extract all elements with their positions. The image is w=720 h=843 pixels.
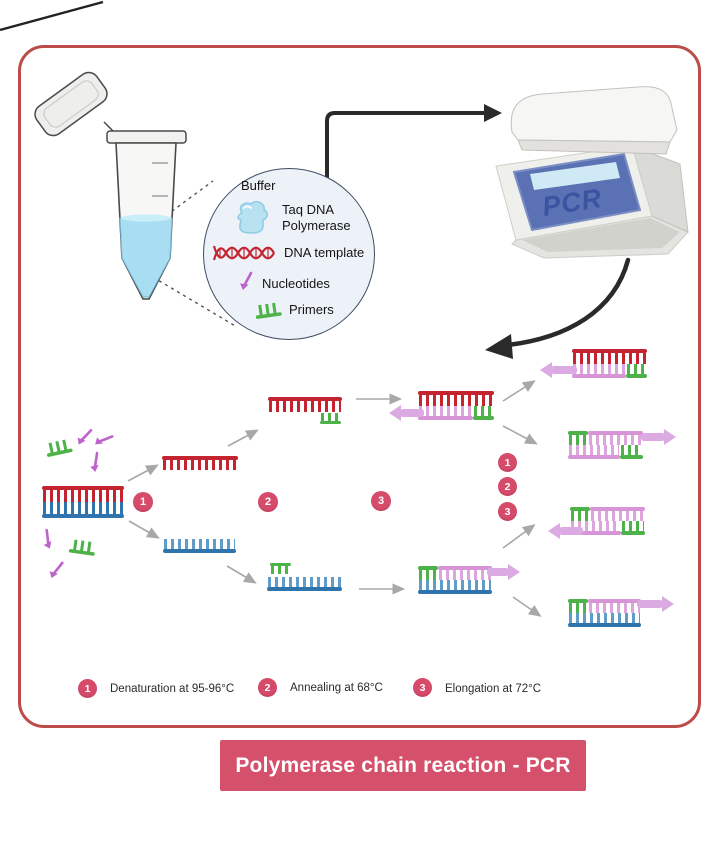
step-marker-2: 2 [498,477,517,496]
tube-rim [106,130,187,144]
strand-teeth [419,580,491,590]
corner-crop-line [0,0,104,32]
strand-bar [568,623,641,627]
strand-teeth [163,460,237,470]
taq-polymerase-icon [237,201,268,234]
new-strand [568,599,641,613]
strand-bar [42,486,124,490]
legend-step-2-label: Annealing at 68°C [290,682,383,694]
synthesis-arrow-left [548,523,583,539]
product-duplex [568,599,641,627]
machine-lid [510,86,678,143]
machine-display [530,162,620,190]
new-strand [570,521,645,535]
strand-bar [270,563,291,566]
synthesis-arrow-right [487,564,520,580]
strand-teeth [164,539,235,549]
taq-polymerase-label: Taq DNA Polymerase [282,202,351,233]
flow-arrows [127,380,542,617]
elongating-blue-duplex [418,566,492,594]
legend-step-3-circle: 3 [413,678,432,697]
step-marker-1: 1 [133,492,153,512]
strand-teeth [569,613,640,623]
synthesis-arrow-right [641,429,676,445]
new-strand [572,364,647,378]
strand-bar [418,590,492,594]
primers-label: Primers [289,302,334,317]
nucleotides-label: Nucleotides [262,276,330,291]
strand-teeth [573,353,646,364]
synthesis-arrow-left [540,362,577,378]
strand-bar [418,391,494,395]
new-strand [568,431,643,445]
product-duplex [568,431,643,459]
annealed-blue-strand [267,577,342,591]
tube-cap [34,71,108,137]
strand-bar [42,514,124,518]
product-duplex [570,507,645,535]
reagents-callout: Buffer Taq DNA Polymerase DNA template N… [203,168,375,340]
dsdna-template [42,486,124,518]
denatured-red-strand [162,456,238,470]
nucleotides-icon [240,271,253,290]
strand-bar [320,421,341,424]
new-strand [418,566,492,580]
title-banner: Polymerase chain reaction - PCR [220,740,586,791]
annealed-primer [270,563,291,574]
pcr-machine: PCR [495,86,689,259]
legend-step-2-circle: 2 [258,678,277,697]
annealed-red-strand [268,397,342,412]
strand-teeth [43,502,123,514]
nucleotide-icon [85,451,105,475]
product-duplex [572,349,647,378]
step-marker-2: 2 [258,492,278,512]
nucleotide-icon [91,428,114,451]
nucleotide-icon [74,426,93,449]
dna-template-label: DNA template [284,245,365,260]
strand-bar [267,587,342,591]
denatured-blue-strand [163,539,236,553]
strand-bar [572,349,647,353]
step-marker-1: 1 [498,453,517,472]
page-title: Polymerase chain reaction - PCR [235,753,571,777]
strand-bar [162,456,238,460]
buffer-label: Buffer [241,178,276,193]
legend-step-1-circle: 1 [78,679,97,698]
strand-teeth [268,577,341,587]
primer-icon [44,438,73,458]
primer-icon [68,538,97,556]
strand-teeth [321,413,340,421]
synthesis-arrow-right [637,596,674,612]
strand-bar [268,397,342,401]
tube-to-machine-arrow [325,104,502,207]
strand-teeth [419,395,493,406]
tube-graduations [152,162,168,197]
sample-tube [34,71,187,300]
template-strand [568,445,643,459]
step-marker-3: 3 [498,502,517,521]
strand-bar [163,549,236,553]
template-strand [570,507,645,521]
dna-template-icon [212,245,275,261]
tube-liquid [119,217,173,298]
strand-teeth [269,401,341,412]
annealed-primer [320,413,341,424]
nucleotide-icon [36,528,58,552]
strand-teeth [271,566,290,574]
legend-step-3-label: Elongation at 72°C [445,683,542,695]
legend-step-1-label: Denaturation at 95-96°C [110,683,235,695]
nucleotide-icon [47,559,64,581]
synthesis-arrow-left [389,405,424,421]
elongating-red-duplex [418,391,494,420]
strand-teeth [43,490,123,502]
new-strand [418,406,494,420]
machine-to-diagram-arrow [485,257,631,359]
primers-icon [255,302,282,319]
step-marker-3: 3 [371,491,391,511]
